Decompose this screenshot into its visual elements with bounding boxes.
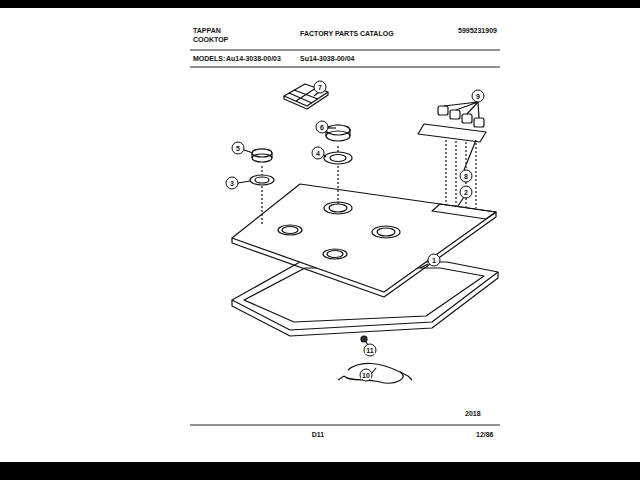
callout-number: 3 — [229, 180, 235, 187]
model-number: Au14-3038-00/03 — [226, 55, 281, 62]
callout-number: 10 — [361, 372, 371, 379]
callout-number: 7 — [317, 84, 323, 91]
callout-number: 9 — [475, 93, 481, 100]
callout-number: 2 — [463, 189, 469, 196]
brand-name: TAPPAN — [193, 27, 221, 34]
figure-number: 2018 — [465, 410, 481, 417]
callout-number: 6 — [319, 124, 325, 131]
callout-number: 11 — [365, 347, 374, 354]
model-number: Su14-3038-00/04 — [300, 55, 354, 62]
product-type: COOKTOP — [193, 36, 228, 43]
page-number: D11 — [312, 431, 324, 438]
date-code: 12/86 — [476, 431, 494, 438]
callout-number: 1 — [431, 257, 437, 264]
callout-number: 4 — [315, 150, 321, 157]
catalog-number: 5995231909 — [458, 27, 497, 34]
callout-number: 5 — [235, 145, 241, 152]
catalog-title: FACTORY PARTS CATALOG — [300, 30, 394, 37]
callout-number: 8 — [463, 173, 469, 180]
models-heading: MODELS: — [193, 55, 225, 62]
